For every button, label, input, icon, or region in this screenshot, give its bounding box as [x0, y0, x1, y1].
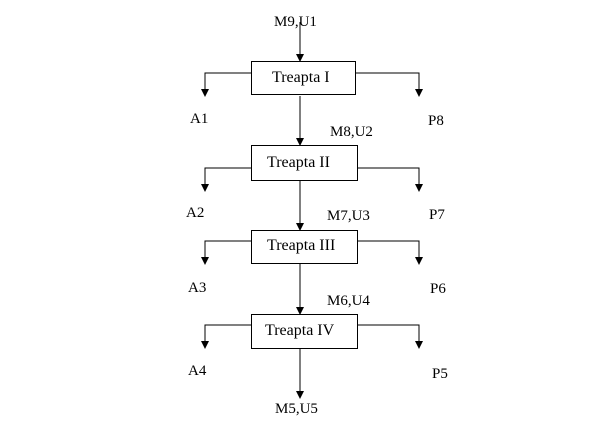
right-output-stage-2: P7 [429, 207, 445, 223]
left-output-stage-3: A3 [188, 280, 207, 296]
input-label-stage-2: M8,U2 [330, 124, 373, 140]
branch-right-stage-2 [358, 167, 423, 192]
branch-left-stage-2 [201, 167, 251, 192]
stage-box-2 [251, 145, 358, 181]
branch-left-stage-4 [201, 324, 251, 349]
input-label-stage-1: M9,U1 [274, 14, 317, 30]
stage-box-1 [251, 61, 356, 95]
right-output-stage-1: P8 [428, 113, 444, 129]
stage-box-3 [251, 230, 358, 264]
final-output-label: M5,U5 [275, 401, 318, 417]
left-output-stage-1: A1 [190, 111, 209, 127]
input-label-stage-3: M7,U3 [327, 208, 370, 224]
right-output-stage-3: P6 [430, 281, 446, 297]
right-output-stage-4: P5 [432, 366, 448, 382]
branch-right-stage-4 [358, 324, 423, 349]
branch-left-stage-3 [201, 240, 251, 265]
branch-right-stage-3 [358, 240, 423, 265]
left-output-stage-2: A2 [186, 205, 205, 221]
branch-left-stage-1 [201, 72, 251, 97]
stage-name-4: Treapta IV [265, 322, 335, 339]
stage-name-2: Treapta II [267, 154, 330, 171]
stage-name-3: Treapta III [267, 237, 336, 254]
branch-right-stage-1 [356, 72, 423, 97]
left-output-stage-4: A4 [188, 363, 207, 379]
stage-name-1: Treapta I [272, 69, 330, 86]
stage-box-4 [251, 314, 358, 349]
input-label-stage-4: M6,U4 [327, 293, 370, 309]
